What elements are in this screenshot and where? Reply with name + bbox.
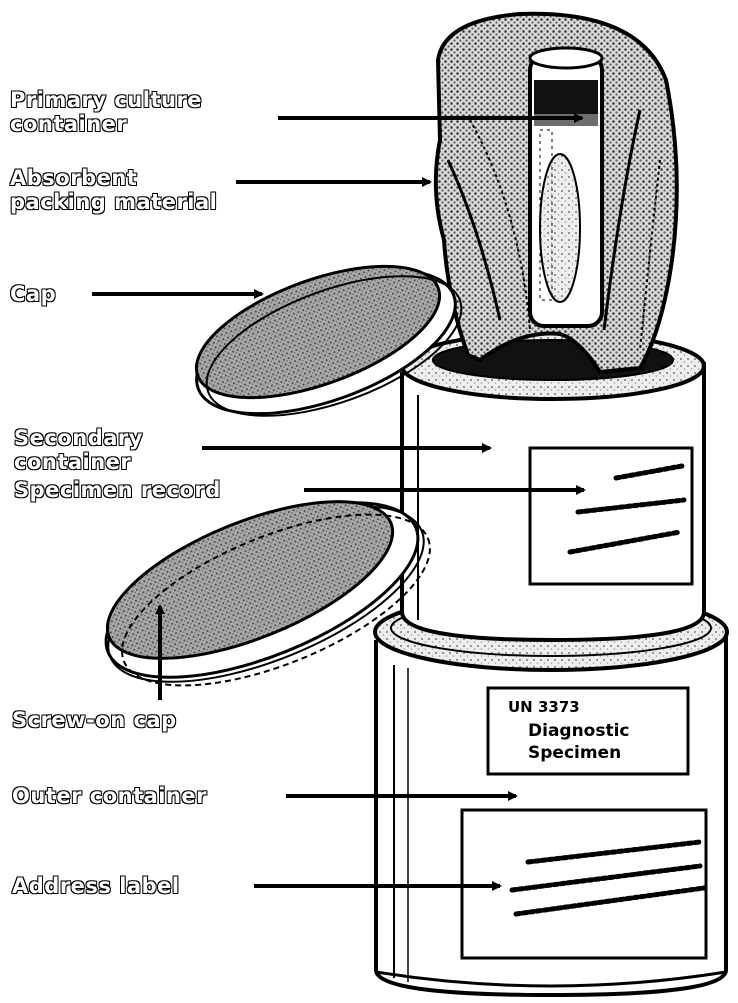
diagnostic-label-line-1: UN 3373 [508,698,580,716]
label-outer-container: Outer container [12,784,207,808]
label-specimen-record: Specimen record [14,478,221,502]
label-address-label: Address label [12,874,180,898]
label-secondary-container: Secondary container [14,426,143,474]
label-screw-on-cap: Screw-on cap [12,708,177,732]
diagnostic-label-line-3: Specimen [528,743,621,763]
label-absorbent-packing-material: Absorbent packing material [10,166,217,214]
diagnostic-label-line-2: Diagnostic [528,721,630,741]
specimen-record-drawing [530,448,692,584]
label-cap: Cap [10,282,56,306]
label-primary-culture-container: Primary culture container [10,88,202,136]
primary-culture-container-drawing [530,48,602,326]
diagnostic-specimen-label: UN 3373 Diagnostic Specimen [488,688,688,774]
